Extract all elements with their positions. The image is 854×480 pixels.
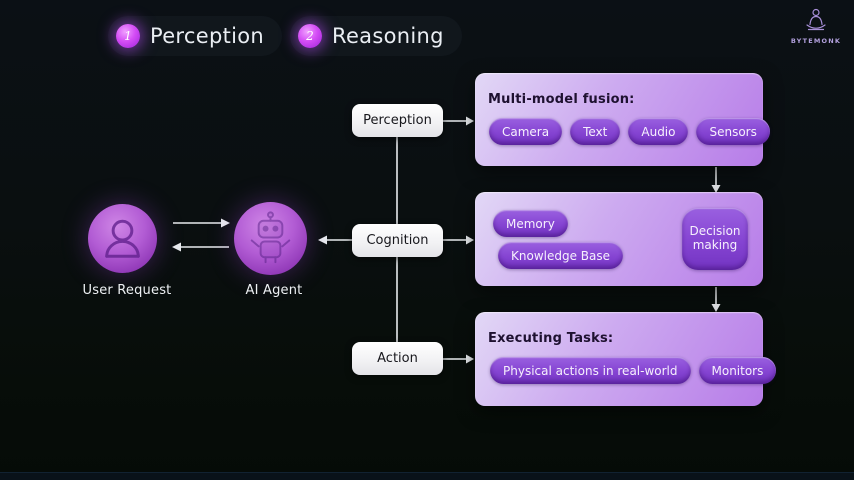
flow-node-perception: Perception bbox=[352, 104, 443, 137]
pill-sensors: Sensors bbox=[696, 118, 770, 145]
pill-monitors: Monitors bbox=[698, 357, 777, 384]
pill-knowledge-base: Knowledge Base bbox=[498, 242, 623, 269]
panel-title: Executing Tasks: bbox=[488, 331, 614, 346]
panel-multi-model-fusion: Multi-model fusion: Camera Text Audio Se… bbox=[475, 73, 770, 166]
flow-node-action: Action bbox=[352, 342, 443, 375]
panel-title: Multi-model fusion: bbox=[488, 92, 635, 107]
arrowhead-fusion-to-cognition-panel bbox=[711, 185, 721, 193]
header-badge-perception: 1 Perception bbox=[108, 16, 283, 56]
pill-camera: Camera bbox=[489, 118, 563, 145]
user-request-circle bbox=[88, 204, 157, 273]
robot-icon bbox=[250, 211, 291, 264]
user-request-label: User Request bbox=[82, 283, 172, 298]
ai-agent-circle bbox=[234, 202, 307, 275]
panel-executing-tasks: Executing Tasks: Physical actions in rea… bbox=[475, 312, 777, 406]
flow-node-cognition: Cognition bbox=[352, 224, 443, 257]
arrowhead-cognition-to-panel bbox=[466, 235, 474, 245]
pill-audio: Audio bbox=[628, 118, 689, 145]
header-badge-label: Reasoning bbox=[332, 24, 444, 48]
fusion-pill-row: Camera Text Audio Sensors bbox=[489, 118, 770, 145]
step-number-badge: 2 bbox=[298, 24, 322, 48]
arrowhead-cognition-panel-to-tasks bbox=[711, 304, 721, 312]
bottom-bar bbox=[0, 472, 854, 480]
meditating-monk-icon bbox=[806, 8, 826, 31]
header-badge-reasoning: 2 Reasoning bbox=[290, 16, 462, 56]
brand-logo: BYTEMONK bbox=[790, 6, 842, 45]
person-icon bbox=[105, 219, 140, 258]
arrowhead-action-to-tasks bbox=[466, 354, 474, 364]
arrowhead-perception-to-fusion bbox=[466, 116, 474, 126]
decision-making-box: Decision making bbox=[682, 208, 748, 270]
tasks-pill-row: Physical actions in real-world Monitors bbox=[490, 357, 777, 384]
brand-logo-text: BYTEMONK bbox=[790, 37, 842, 45]
pill-text: Text bbox=[570, 118, 621, 145]
arrowhead-user-to-agent bbox=[221, 218, 230, 228]
header-badge-label: Perception bbox=[150, 24, 265, 48]
ai-agent-label: AI Agent bbox=[245, 283, 303, 298]
arrowhead-agent-to-user bbox=[172, 242, 181, 252]
panel-cognition-resources: Memory Knowledge Base Decision making bbox=[475, 192, 763, 286]
arrowhead-cognition-to-agent bbox=[318, 235, 327, 245]
pill-physical-actions: Physical actions in real-world bbox=[490, 357, 691, 384]
step-number-badge: 1 bbox=[116, 24, 140, 48]
pill-memory: Memory bbox=[493, 210, 568, 237]
